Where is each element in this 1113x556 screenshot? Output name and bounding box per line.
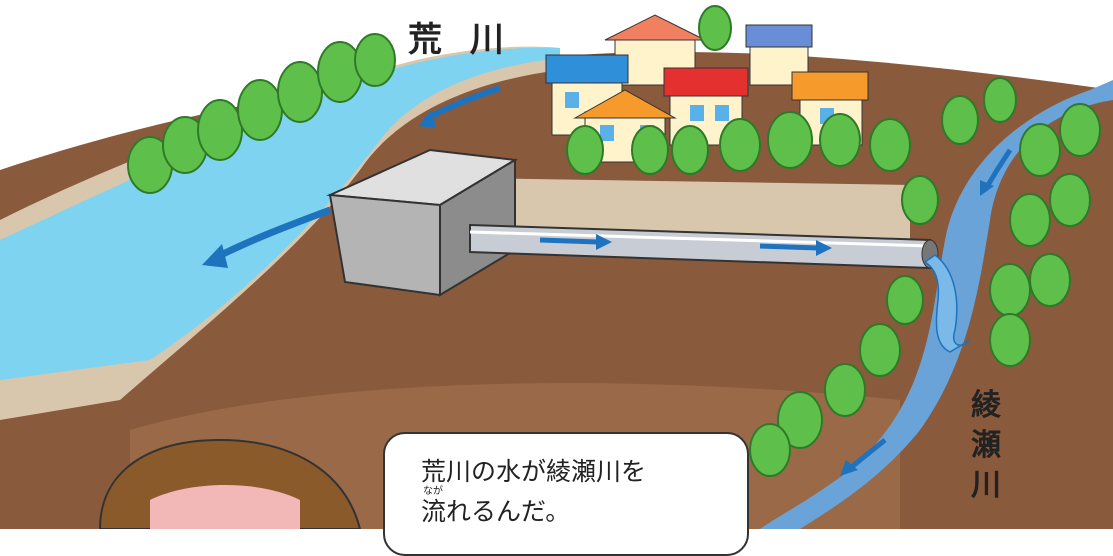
speech-line-1: 荒川の水が綾瀬川を: [421, 457, 647, 486]
river-arakawa: [0, 47, 560, 380]
trees-ayase: [749, 103, 1101, 477]
river-ayase: [760, 80, 1113, 529]
speech-bubble: 荒川の水が綾瀬川を 流れるんだ。 なが: [383, 432, 749, 556]
speech-ruby: なが: [423, 486, 443, 497]
speech-text: 荒川の水が綾瀬川を 流れるんだ。: [421, 452, 646, 532]
soil-strip: [470, 178, 910, 240]
river-arakawa-arrow-1-head: [418, 110, 436, 128]
illustration-scene: [0, 5, 1113, 529]
pump-box: [326, 148, 519, 297]
pipe: [469, 223, 939, 270]
trees-arakawa: [127, 33, 396, 194]
river-arakawa-arrow-2-head: [202, 244, 228, 268]
trees-village: [566, 5, 1017, 175]
river-arakawa-arrow-2: [213, 206, 332, 262]
boy-character: [98, 438, 362, 529]
label-ayase-char-2: 瀬: [971, 428, 1001, 463]
label-arakawa: 荒 川: [408, 20, 512, 60]
label-ayase-char-1: 綾: [971, 388, 1001, 423]
water-outflow: [923, 254, 971, 353]
label-ayase-char-3: 川: [971, 468, 1001, 503]
speech-line-2: 流れるんだ。: [421, 497, 571, 526]
river-ayase-arrow-2-head: [840, 460, 858, 476]
river-ayase-arrow-1-head: [980, 180, 994, 196]
label-ayase: 綾 瀬 川: [966, 386, 1006, 506]
